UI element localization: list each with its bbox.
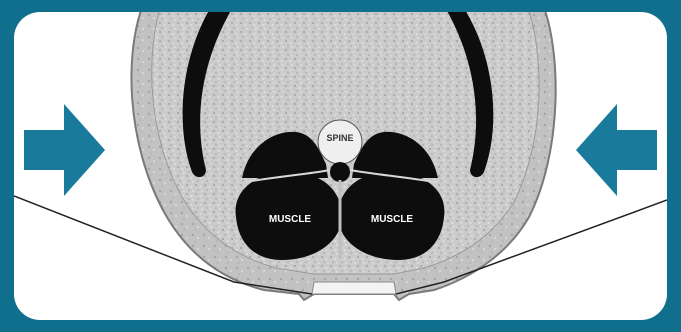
spine-muscle-group: SPINE MUSCLE MUSCLE: [236, 120, 445, 260]
muscle-left-label: MUSCLE: [269, 214, 312, 225]
cross-section-diagram: SPINE MUSCLE MUSCLE: [14, 12, 667, 320]
diagram-panel: SPINE MUSCLE MUSCLE: [14, 12, 667, 320]
muscle-right-label: MUSCLE: [371, 214, 414, 225]
spine-label: SPINE: [326, 133, 353, 143]
